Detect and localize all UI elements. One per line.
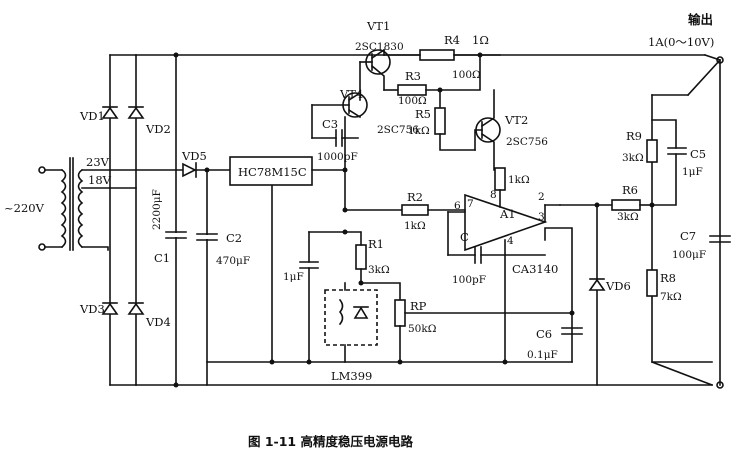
label-vd2: VD2 — [145, 122, 171, 136]
label-c-a1: C — [460, 230, 469, 244]
label-r5: R5 — [415, 107, 431, 121]
label-pin6: 6 — [454, 200, 461, 212]
label-rp-value: 50kΩ — [408, 323, 437, 335]
label-input-voltage: ~220V — [4, 201, 45, 215]
label-c2-value: 470μF — [216, 255, 250, 267]
label-r8: R8 — [660, 271, 676, 285]
label-r9: R9 — [626, 129, 642, 143]
label-c5-value: 1μF — [682, 166, 703, 178]
label-c3-value: 1000pF — [317, 151, 358, 163]
label-pin8: 8 — [490, 189, 497, 201]
label-r1: R1 — [368, 237, 384, 251]
label-r5-value: 1kΩ — [408, 125, 430, 137]
label-vt1-part: 2SC1830 — [355, 41, 404, 53]
diode-vd6 — [588, 204, 606, 386]
figure-caption: 图 1-11 高精度稳压电源电路 — [248, 434, 413, 449]
label-vt4-part: 2SC756 — [377, 124, 419, 136]
label-r3-value: 100Ω — [398, 95, 427, 107]
opamp-a1 — [447, 189, 573, 363]
label-r6-value: 3kΩ — [617, 211, 639, 223]
transistor-vt2 — [474, 89, 506, 191]
label-c7-value: 100μF — [672, 249, 706, 261]
label-vt2-part: 2SC756 — [506, 136, 548, 148]
label-output: 输出 — [688, 12, 713, 27]
reference-section — [299, 231, 573, 363]
transistors-vt1-vt4 — [311, 48, 399, 211]
label-r2: R2 — [407, 190, 423, 204]
label-vt1: VT1 — [366, 19, 390, 33]
junction-dots — [173, 52, 655, 388]
label-vd5: VD5 — [181, 149, 207, 163]
diode-vd5 — [182, 162, 231, 178]
label-23v: 23V — [86, 155, 110, 169]
resistor-r2 — [344, 204, 466, 216]
label-c6: C6 — [536, 327, 552, 341]
label-pin7: 7 — [467, 198, 474, 210]
label-r8-value: 7kΩ — [660, 291, 682, 303]
label-c2: C2 — [226, 231, 242, 245]
label-c5: C5 — [690, 147, 706, 161]
label-vd6: VD6 — [605, 279, 631, 293]
capacitor-feedback — [447, 246, 546, 264]
label-r-a-value: 1kΩ — [508, 174, 530, 186]
label-c1: C1 — [154, 251, 170, 265]
label-rp: RP — [410, 299, 427, 313]
regulator-hc78m15c — [229, 156, 313, 186]
label-a1: A1 — [499, 207, 516, 221]
label-vt2: VT2 — [504, 113, 528, 127]
output-divider — [559, 53, 731, 389]
label-vt4: VT4 — [339, 87, 363, 101]
label-18v: 18V — [88, 173, 112, 187]
label-regulator: HC78M15C — [238, 165, 307, 179]
label-lm399: LM399 — [331, 369, 372, 383]
label-c4-value: 1μF — [283, 271, 304, 283]
label-r9-value: 3kΩ — [622, 152, 644, 164]
label-pin4: 4 — [507, 235, 514, 247]
label-a1-part: CA3140 — [512, 262, 558, 276]
label-c3: C3 — [322, 117, 338, 131]
label-r2-value: 1kΩ — [404, 220, 426, 232]
label-vd3: VD3 — [79, 302, 105, 316]
capacitor-c6 — [561, 327, 583, 335]
label-vd1: VD1 — [79, 109, 105, 123]
transformer — [38, 157, 184, 251]
label-c7: C7 — [680, 229, 696, 243]
label-r4: R4 — [444, 33, 460, 47]
label-r4b-value: 100Ω — [452, 69, 481, 81]
label-c1-value: 2200μF — [151, 189, 163, 230]
capacitor-c3 — [311, 129, 359, 147]
label-pin3: 3 — [538, 211, 545, 223]
label-r6: R6 — [622, 183, 638, 197]
resistor-network — [383, 49, 501, 151]
label-r4-value: 1Ω — [472, 33, 489, 47]
label-r3: R3 — [405, 69, 421, 83]
label-output-spec: 1A(0～10V) — [648, 35, 714, 49]
label-pin2: 2 — [538, 191, 545, 203]
label-c8-value: 100pF — [452, 274, 486, 286]
label-r1-value: 3kΩ — [368, 264, 390, 276]
label-c6-value: 0.1μF — [527, 349, 558, 361]
capacitor-c1 — [165, 231, 187, 239]
rectifier-bridge — [101, 54, 145, 386]
capacitor-c2 — [196, 233, 218, 241]
label-vd4: VD4 — [145, 315, 171, 329]
